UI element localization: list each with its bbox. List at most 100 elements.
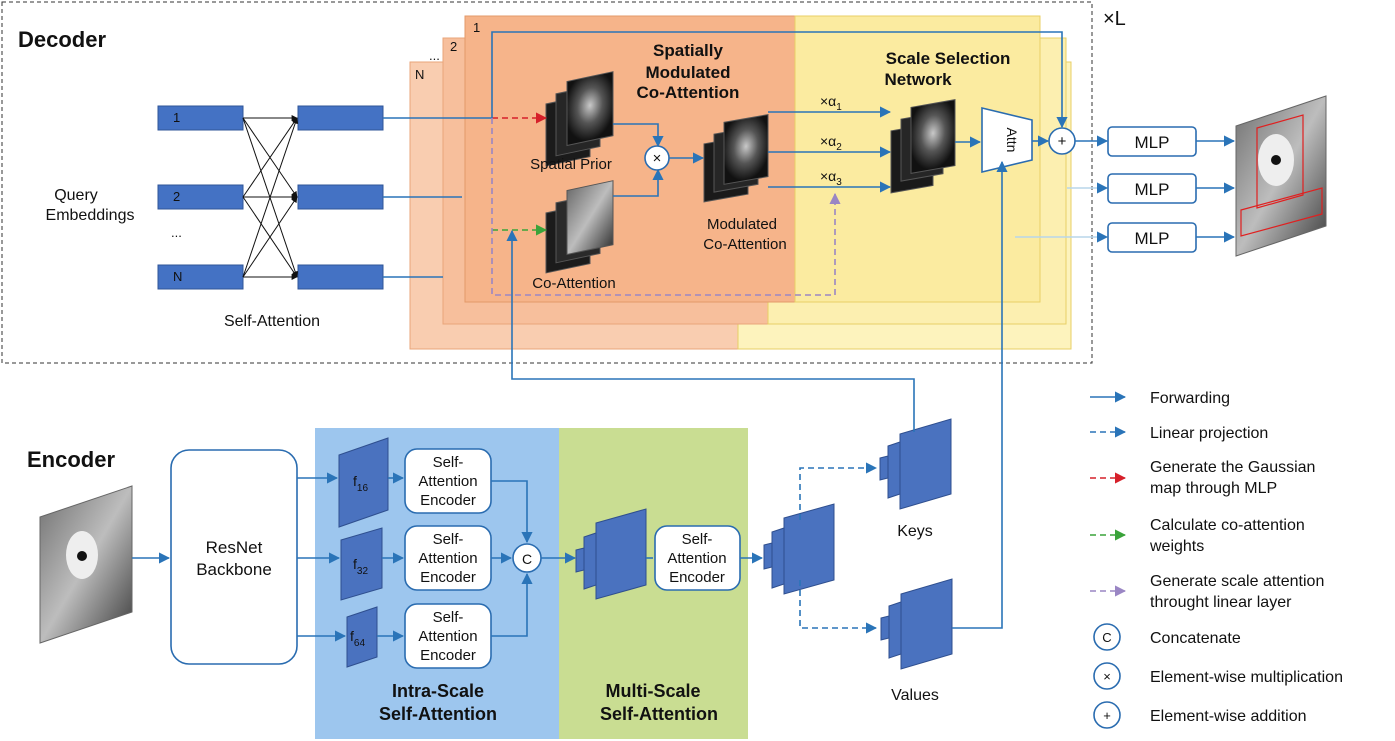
keys-to-coattention (506, 229, 915, 432)
legend: Forwarding Linear projection Generate th… (1090, 390, 1343, 729)
feature-f64 (346, 606, 378, 668)
modulated-maps (703, 113, 769, 203)
backbone-line2: Backbone (196, 560, 272, 579)
decoder-frame (1, 1, 1093, 364)
resnet-backbone-box (170, 449, 298, 665)
query-item-1: 1 (173, 110, 180, 125)
query-item-ellipsis: ... (171, 225, 182, 240)
stack-label-n: N (415, 67, 424, 82)
residual-line (491, 31, 1068, 129)
sae2-line2: Attention (418, 550, 477, 567)
legend-concat-circle (1093, 623, 1121, 651)
ssn-title-line1: Scale Selection (886, 49, 1011, 68)
sae-multi-line2: Attention (667, 550, 726, 567)
values-to-attn (952, 160, 1008, 629)
sa-out-box-n (297, 264, 384, 290)
legend-label-gaussian-1: Generate the Gaussian (1150, 459, 1315, 476)
feature-label-f16: f16 (353, 473, 368, 494)
feature-f16 (338, 437, 389, 528)
output-detection-image (1235, 95, 1327, 257)
self-attention-label: Self-Attention (224, 313, 320, 330)
sae3-to-concat (491, 572, 533, 637)
legend-multiply-symbol: × (1103, 669, 1111, 684)
mlp-label-3: MLP (1135, 229, 1170, 248)
attn-block (981, 106, 1033, 174)
sae3-line2: Attention (418, 628, 477, 645)
sae-multi-line3: Encoder (669, 569, 725, 586)
scale-attn-dash-arrow (491, 118, 841, 296)
prior-to-multiply (613, 123, 664, 148)
stack-label-ellipsis: ... (429, 48, 440, 63)
legend-label-forwarding: Forwarding (1150, 390, 1230, 407)
sae1-line2: Attention (418, 473, 477, 490)
concat-symbol: C (522, 551, 532, 567)
input-image (39, 485, 133, 644)
coattn-to-multiply (613, 168, 664, 197)
legend-label-linear: Linear projection (1150, 425, 1268, 442)
query-box-1 (157, 105, 244, 131)
co-attention-label: Co-Attention (532, 275, 615, 292)
legend-label-coattn-2: weights (1149, 538, 1204, 555)
legend-label-scale-2: throught linear layer (1150, 594, 1292, 611)
encoder-title: Encoder (27, 447, 115, 472)
query-item-n: N (173, 269, 182, 284)
values-stack (880, 578, 953, 670)
values-projection (799, 580, 878, 634)
legend-concat-symbol: C (1102, 630, 1111, 645)
mlp-label-1: MLP (1135, 133, 1170, 152)
legend-add-circle (1093, 701, 1121, 729)
legend-multiply-circle (1093, 662, 1121, 690)
sae-multi-line1: Self- (682, 531, 713, 548)
smca-title-line1: Spatially (653, 41, 723, 60)
decoder-layer-stack (409, 15, 1072, 350)
values-label: Values (891, 687, 939, 704)
sae3-line3: Encoder (420, 647, 476, 664)
query-label-line2: Embeddings (46, 207, 135, 224)
query-label-line1: Query (54, 187, 98, 204)
keys-projection (799, 462, 878, 520)
multi-title-line2: Self-Attention (600, 704, 718, 724)
legend-label-scale-1: Generate scale attention (1150, 573, 1324, 590)
modulated-label-line2: Co-Attention (703, 236, 786, 253)
legend-label-concat: Concatenate (1150, 630, 1241, 647)
keys-label: Keys (897, 523, 933, 540)
keys-stack (879, 418, 952, 510)
legend-label-multiply: Element-wise multiplication (1150, 669, 1343, 686)
scale-maps (890, 99, 956, 194)
spatial-prior-label: Spatial Prior (530, 156, 612, 173)
intra-title-line2: Self-Attention (379, 704, 497, 724)
multiscale-feature-stack (575, 508, 647, 600)
sae1-line3: Encoder (420, 492, 476, 509)
spatial-prior-maps (545, 71, 614, 167)
sa-out-box-2 (297, 184, 384, 210)
feature-f32 (340, 527, 383, 601)
multi-title-line1: Multi-Scale (605, 681, 700, 701)
sa-out-box-1 (297, 105, 384, 131)
co-attention-maps (545, 180, 614, 274)
self-attention-connections (242, 115, 299, 280)
decoder-title: Decoder (18, 27, 106, 52)
intra-title-line1: Intra-Scale (392, 681, 484, 701)
legend-label-add: Element-wise addition (1150, 708, 1307, 725)
smca-title-line3: Co-Attention (637, 83, 740, 102)
query-box-2 (157, 184, 244, 210)
legend-add-symbol: + (1103, 708, 1111, 723)
legend-label-coattn-1: Calculate co-attention (1150, 517, 1305, 534)
sae1-to-concat (491, 480, 533, 544)
alpha3-label: ×α3 (820, 168, 842, 188)
encoder-output-stack (763, 503, 835, 595)
modulated-label-line1: Modulated (707, 216, 777, 233)
sae2-line1: Self- (433, 531, 464, 548)
sae2-line3: Encoder (420, 569, 476, 586)
add-symbol: + (1058, 133, 1067, 150)
sae1-line1: Self- (433, 454, 464, 471)
repeat-label: ×L (1103, 8, 1126, 30)
alpha1-label: ×α1 (820, 93, 842, 113)
multiply-symbol: × (653, 150, 662, 167)
sae3-line1: Self- (433, 609, 464, 626)
feature-label-f32: f32 (353, 556, 368, 577)
stack-label-1: 1 (473, 20, 480, 35)
backbone-line1: ResNet (206, 538, 263, 557)
stack-label-2: 2 (450, 39, 457, 54)
alpha2-label: ×α2 (820, 133, 842, 153)
